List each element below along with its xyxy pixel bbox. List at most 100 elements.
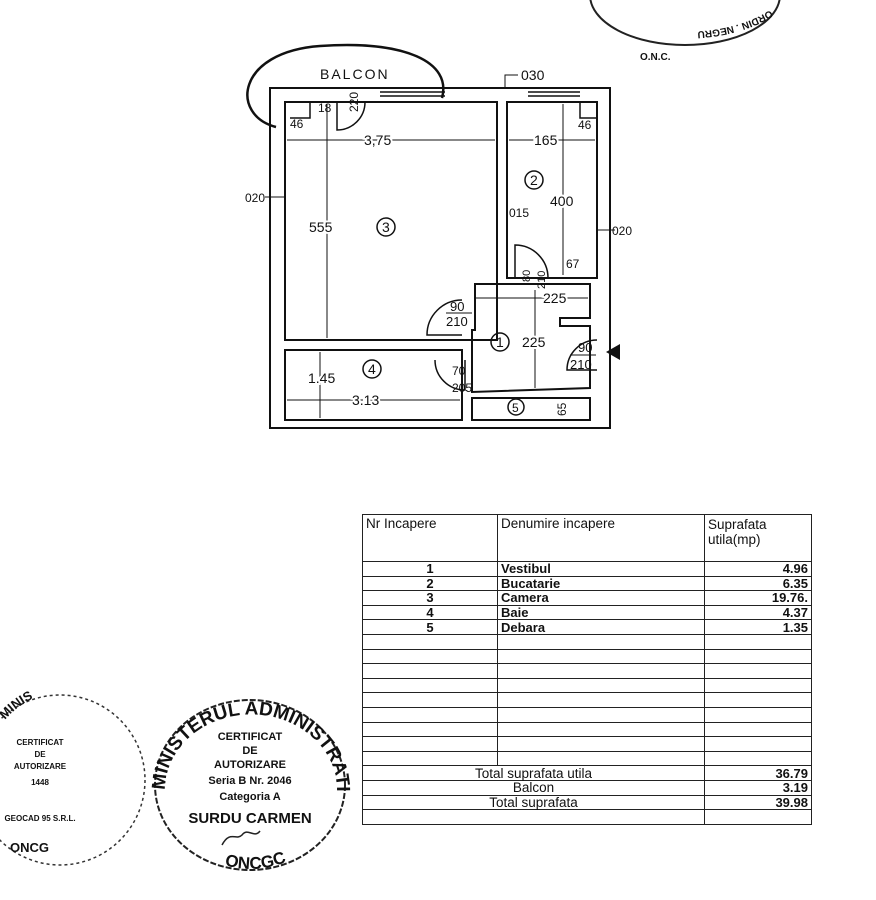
room-5-number: 5 [512,401,519,415]
total-label: Balcon [362,779,705,796]
dim-room-door-h: 210 [446,314,468,329]
left-stamp-line: 1448 [31,778,49,787]
room-3-marker [376,217,396,237]
dim-entry-door-h: 210 [570,357,592,372]
header-nr: Nr Incapere [362,514,498,562]
room-door-swing [426,299,463,336]
balcony-outline [246,43,445,129]
notch-left [290,102,311,119]
room-2-outline [506,101,598,279]
room-2-number: 2 [530,172,538,188]
stamp-ring-text: MINISTERUL ADMINISTRATIEI PUBLICE [0,0,353,792]
dim-bath-door-h: 205 [452,381,472,395]
empty-row [362,633,812,650]
left-stamp-line: GEOCAD 95 S.R.L. [4,814,75,823]
room-1-marker [490,332,510,352]
room-2-marker [524,170,544,190]
dim-vest-width: 225 [543,290,567,306]
empty-row [362,648,812,665]
header-name: Denumire incapere [497,514,705,562]
total-label: Total suprafata utila [362,765,705,781]
cell-area: 4.96 [704,561,812,577]
empty-row [362,721,812,738]
dim-020-left: 020 [245,191,265,205]
cell-name: Baie [497,604,705,621]
dim-400: 400 [550,193,574,209]
dim-555: 555 [309,219,333,235]
stamp-line: DE [242,745,257,757]
room-5-marker [507,398,525,416]
cell-area: 4.37 [704,604,812,621]
signature [221,830,261,846]
dim-020-right: 020 [612,224,632,238]
left-stamp-line: CERTIFICAT [17,738,64,747]
stamp-name: SURDU CARMEN [188,810,311,827]
dim-015: 015 [509,206,529,220]
empty-row [362,677,812,694]
kitchen-door-swing [514,244,549,279]
stamp-line: Categoria A [219,791,280,803]
area-table: Nr Incapere Denumire incapere Suprafata … [362,514,812,825]
room-3-number: 3 [382,219,390,235]
bath-door-swing [434,359,466,391]
cell-nr: 1 [362,561,498,577]
dim-balcony-door-h: 220 [347,92,361,112]
dim-storage: 65 [555,402,569,416]
window-room-3 [380,91,445,97]
dim-165: 165 [534,132,558,148]
dim-kitchen-door-h: 210 [536,271,548,289]
room-5-outline [471,397,591,421]
empty-row [362,736,812,752]
cell-nr: 4 [362,604,498,621]
dim-balcony-door: 18 [318,101,332,115]
empty-row [362,809,812,825]
outer-wall [269,87,611,429]
dimension-lines [265,74,615,418]
cell-area: 1.35 [704,619,812,635]
cell-name: Vestibul [497,561,705,577]
dim-entry-door-w: 90 [578,340,592,355]
balcony-door-swing [336,101,366,131]
window-room-2 [528,91,580,97]
left-stamp: MINIS CERTIFICAT DE AUTORIZARE 1448 GEOC… [0,687,146,866]
room-3-outline [284,101,498,341]
dim-bath-height: 1.45 [308,370,335,386]
cell-nr: 5 [362,619,498,635]
entrance-arrow-icon [606,344,620,360]
empty-row [362,663,812,679]
cell-name: Camera [497,590,705,606]
dim-46-left: 46 [290,117,304,131]
stamp-line: CERTIFICAT [218,731,283,743]
left-stamp-line: AUTORIZARE [14,762,67,771]
cell-nr: 3 [362,590,498,606]
stamp-bottom-text: ONCGC [224,848,289,873]
total-value: 36.79 [704,765,812,781]
left-stamp-ring: MINIS [0,687,35,722]
table-header: Nr Incapere Denumire incapere Suprafata … [362,514,812,562]
dim-030: 030 [521,67,545,83]
top-right-stamp: ORDIN . NEGRU O.N.C. [589,0,781,63]
cell-area: 19.76. [704,590,812,606]
total-value: 3.19 [704,779,812,796]
room-1-outline [471,283,591,394]
top-right-stamp-bottom: O.N.C. [640,52,671,63]
left-stamp-line: DE [34,750,46,759]
header-area: Suprafata utila(mp) [704,514,812,562]
dim-46-right: 46 [578,118,592,132]
dim-bath-width: 3.13 [352,392,379,408]
stamp-line: AUTORIZARE [214,759,286,771]
stamp-line: Seria B Nr. 2046 [208,775,291,787]
cell-nr: 2 [362,575,498,592]
cell-name: Debara [497,619,705,635]
dim-67: 67 [566,257,580,271]
